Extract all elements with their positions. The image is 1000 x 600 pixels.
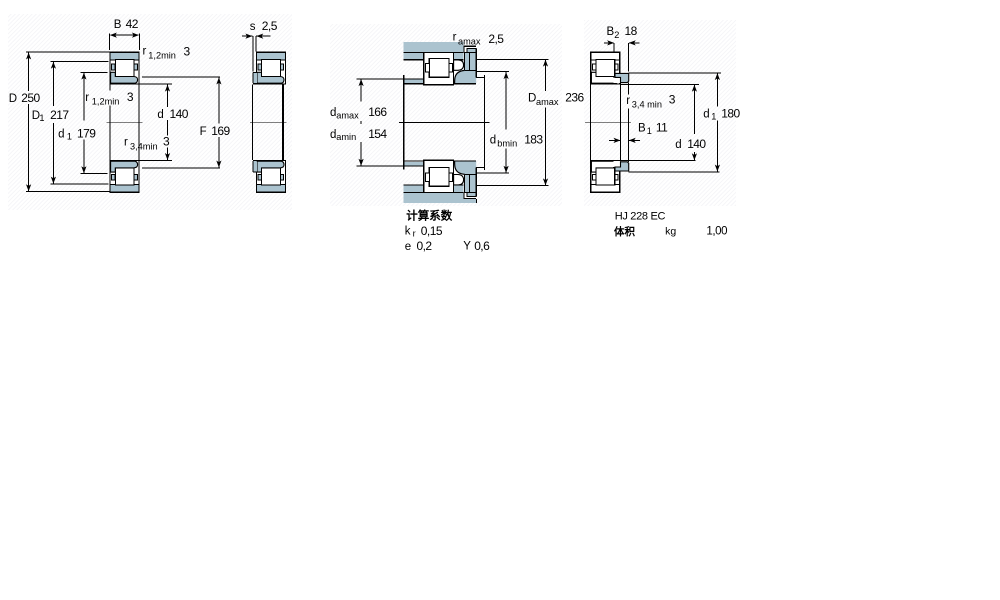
svg-text:r: r <box>626 95 630 107</box>
svg-text:42: 42 <box>126 17 139 31</box>
svg-text:e: e <box>405 241 411 253</box>
svg-text:3: 3 <box>669 92 676 106</box>
svg-text:2,5: 2,5 <box>488 32 504 46</box>
svg-text:d: d <box>58 129 64 141</box>
svg-text:166: 166 <box>368 105 387 119</box>
svg-text:amin: amin <box>336 132 356 142</box>
svg-text:2: 2 <box>614 30 619 40</box>
svg-text:180: 180 <box>721 106 740 120</box>
svg-text:B: B <box>114 19 122 31</box>
svg-text:d: d <box>490 134 496 146</box>
svg-text:F: F <box>200 126 207 138</box>
svg-text:s: s <box>250 21 256 33</box>
svg-text:r: r <box>124 136 128 148</box>
svg-text:183: 183 <box>524 132 543 146</box>
svg-text:250: 250 <box>21 91 40 105</box>
svg-text:kg: kg <box>665 225 676 237</box>
svg-text:3,4min: 3,4min <box>130 141 158 151</box>
svg-text:1,2min: 1,2min <box>148 50 176 60</box>
svg-text:r: r <box>413 229 416 239</box>
svg-text:0,6: 0,6 <box>474 239 490 253</box>
svg-text:Y: Y <box>463 241 471 253</box>
svg-text:0,15: 0,15 <box>421 224 443 238</box>
svg-text:3,4 min: 3,4 min <box>632 100 662 110</box>
svg-text:1: 1 <box>647 126 652 136</box>
svg-text:140: 140 <box>170 107 189 121</box>
svg-text:d: d <box>675 139 681 151</box>
svg-text:d: d <box>157 109 163 121</box>
svg-text:D: D <box>32 110 40 122</box>
svg-text:169: 169 <box>211 124 230 138</box>
svg-text:k: k <box>405 226 411 238</box>
svg-text:B: B <box>638 123 646 135</box>
svg-text:3: 3 <box>184 44 191 58</box>
svg-text:amax: amax <box>458 37 481 47</box>
svg-text:2,5: 2,5 <box>262 19 278 33</box>
svg-text:1: 1 <box>39 113 44 123</box>
svg-text:D: D <box>9 93 17 105</box>
svg-text:140: 140 <box>687 137 706 151</box>
svg-text:r: r <box>453 32 457 44</box>
svg-text:1: 1 <box>711 112 716 122</box>
svg-text:bmin: bmin <box>497 139 517 149</box>
svg-text:d: d <box>330 129 336 141</box>
svg-text:217: 217 <box>50 108 69 122</box>
svg-text:D: D <box>528 93 536 105</box>
svg-text:3: 3 <box>127 90 134 104</box>
svg-text:1,2min: 1,2min <box>92 96 120 106</box>
svg-text:1,00: 1,00 <box>706 226 727 238</box>
svg-text:HJ 228 EC: HJ 228 EC <box>615 210 666 222</box>
svg-text:B: B <box>607 26 615 38</box>
svg-text:11: 11 <box>656 121 668 135</box>
svg-text:r: r <box>85 92 89 104</box>
svg-text:r: r <box>143 45 147 57</box>
svg-text:236: 236 <box>565 91 584 105</box>
svg-text:0,2: 0,2 <box>417 239 433 253</box>
svg-text:d: d <box>330 107 336 119</box>
svg-text:amax: amax <box>336 110 359 120</box>
svg-text:154: 154 <box>368 127 387 141</box>
svg-text:amax: amax <box>536 97 559 107</box>
svg-text:3: 3 <box>163 134 170 148</box>
svg-text:1: 1 <box>67 132 72 142</box>
svg-text:18: 18 <box>625 24 638 38</box>
svg-text:体积: 体积 <box>614 225 635 238</box>
svg-text:计算系数: 计算系数 <box>406 209 452 223</box>
svg-text:d: d <box>703 108 709 120</box>
svg-text:179: 179 <box>77 127 96 141</box>
